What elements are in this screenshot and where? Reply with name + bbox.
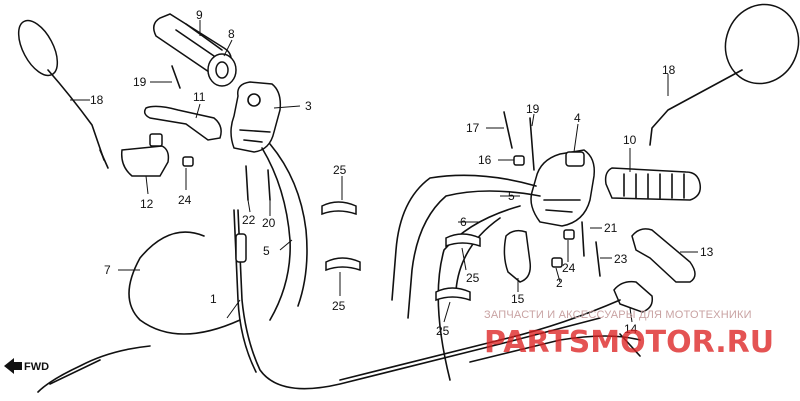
right-grip: [604, 167, 702, 201]
callout-1: 1: [210, 292, 217, 306]
clutch-cable: [37, 231, 241, 393]
callout-25d: 25: [436, 324, 450, 338]
brake-lever-bracket: [613, 280, 654, 313]
callout-10: 10: [623, 133, 637, 147]
callout-11: 11: [193, 90, 206, 104]
callout-6: 6: [460, 215, 467, 229]
callout-19a: 19: [133, 75, 147, 89]
callout-23: 23: [614, 252, 628, 266]
brake-cable: [339, 299, 641, 381]
callout-17: 17: [466, 121, 480, 135]
lever-bracket: [120, 133, 170, 177]
brake-lever: [631, 228, 696, 283]
callout-25a: 25: [333, 163, 347, 177]
callout-25c: 25: [466, 271, 480, 285]
cable-clamps: [321, 201, 481, 302]
watermark-text: ЗАПЧАСТИ И АКСЕССУАРЫ ДЛЯ МОТОТЕХНИКИ: [484, 309, 752, 321]
leader-lines: [70, 20, 698, 323]
callout-21: 21: [604, 221, 618, 235]
left-switch-housing: [230, 81, 282, 153]
callout-5b: 5: [263, 244, 270, 258]
throttle-cable: [233, 209, 601, 390]
grip-rubber: [207, 53, 237, 87]
callout-24b: 24: [562, 261, 576, 275]
callout-numbers: 1 2 3 4 5 5 6 7 8 9 10 11 12 13 14 15 16…: [90, 8, 714, 338]
switch-bracket: [503, 229, 532, 283]
callout-14: 14: [624, 322, 638, 336]
callout-22: 22: [242, 213, 256, 227]
callout-3: 3: [305, 99, 312, 113]
callout-5a: 5: [508, 189, 515, 203]
screws: [171, 65, 601, 277]
callout-12: 12: [140, 197, 154, 211]
callout-18b: 18: [662, 63, 676, 77]
callout-7: 7: [104, 263, 111, 277]
callout-19b: 19: [526, 102, 540, 116]
callout-18a: 18: [90, 93, 104, 107]
callout-8: 8: [228, 27, 235, 41]
callout-15: 15: [511, 292, 525, 306]
right-switch-housing: [530, 149, 596, 227]
callout-24a: 24: [178, 193, 192, 207]
fwd-arrow-icon: [4, 358, 22, 374]
callout-4: 4: [574, 111, 581, 125]
wire-harness-right: [391, 174, 541, 381]
right-mirror: [649, 3, 800, 146]
callout-13: 13: [700, 245, 714, 259]
watermark-logo: PARTSMOTOR.RU: [484, 325, 774, 360]
left-mirror: [17, 19, 109, 169]
fwd-label: FWD: [24, 361, 49, 373]
callout-16: 16: [478, 153, 492, 167]
callout-2: 2: [556, 276, 563, 290]
clutch-lever: [143, 105, 222, 141]
watermark: ЗАПЧАСТИ И АКСЕССУАРЫ ДЛЯ МОТОТЕХНИКИ PA…: [484, 309, 774, 360]
fwd-arrow: FWD: [4, 358, 49, 374]
callout-9: 9: [196, 8, 203, 22]
wire-harness-left: [261, 143, 308, 321]
nuts: [182, 155, 575, 268]
callout-20: 20: [262, 216, 276, 230]
callout-25b: 25: [332, 299, 346, 313]
